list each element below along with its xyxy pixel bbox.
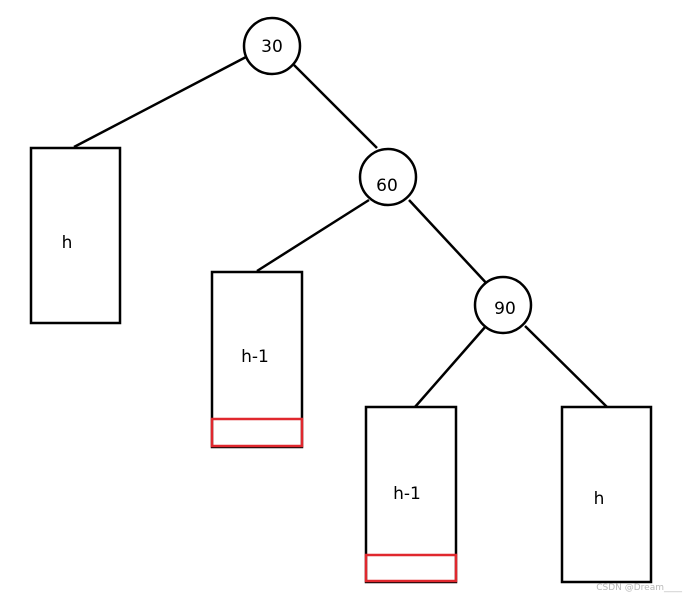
edge-30-to-60 [293, 64, 378, 149]
edge-60-to-90 [408, 199, 490, 287]
subtree-height-label: h-1 [393, 484, 421, 504]
tree-node-30: 30 [242, 16, 302, 76]
subtree-left-of-90: h-1 [364, 405, 458, 584]
subtree-right-of-90: h [560, 405, 653, 584]
subtree-box [560, 405, 653, 584]
tree-node-90: 90 [473, 275, 533, 335]
node-circle [358, 147, 418, 207]
node-circle [242, 16, 302, 76]
tree-node-60: 60 [358, 147, 418, 207]
edge-30-to-left-subtree [73, 55, 247, 149]
subtree-left-of-60: h-1 [210, 270, 304, 449]
edge-60-to-left-subtree [256, 198, 370, 273]
subtree-left-of-30: h [29, 146, 122, 325]
node-label: 30 [261, 37, 283, 57]
node-label: 60 [376, 176, 398, 196]
node-label: 90 [494, 299, 516, 319]
subtree-height-label: h [594, 489, 605, 509]
subtree-box [29, 146, 122, 325]
height-increase-highlight [210, 417, 304, 448]
subtree-height-label: h [62, 233, 73, 253]
edge-90-to-right-subtree [524, 325, 608, 408]
watermark: CSDN @Dream____ [596, 583, 682, 593]
height-increase-highlight [364, 553, 458, 583]
node-circle [473, 275, 533, 335]
subtree-box [364, 405, 458, 584]
subtree-height-label: h-1 [241, 347, 269, 367]
edge-90-to-left-subtree [414, 325, 487, 408]
